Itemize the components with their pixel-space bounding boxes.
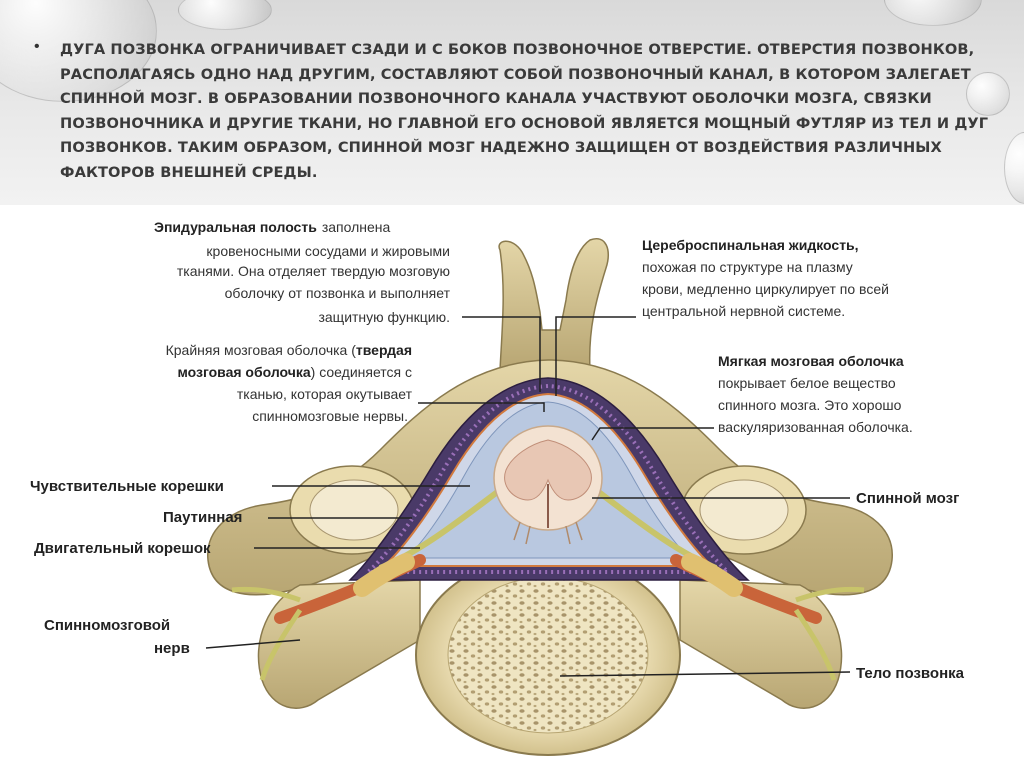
left-nerve-branch-2 [231,586,301,603]
dura-line-1a: Крайняя мозговая оболочка ( [166,342,357,358]
left-spinal-nerve-ganglion [353,553,415,597]
label-motor-root: Двигательный корешок [34,540,211,557]
intro-paragraph: • Дуга позвонка ограничивает сзади и с б… [34,38,998,185]
label-arachnoid: Паутинная [163,509,242,526]
right-nerve-branch [793,608,837,681]
dura-line-4: спинномозговые нервы. [252,408,408,424]
csf-line-2: крови, медленно циркулирует по всей [642,281,889,297]
label-spinal-nerve-1: Спинномозговой [44,617,170,634]
label-vertebral-body: Тело позвонка [856,665,965,682]
csf-title: Цереброспинальная жидкость, [642,237,859,253]
dura-label: Крайняя мозговая оболочка (твердая мозго… [166,342,413,424]
label-sensory-roots: Чувствительные корешки [30,478,224,495]
svg-text:Крайняя мозговая оболочка (тве: Крайняя мозговая оболочка (твердая [166,342,412,358]
svg-text:мозговая оболочка) соединяется: мозговая оболочка) соединяется с [177,364,412,380]
decorative-droplet [966,72,1010,116]
dura-line-2a: мозговая оболочка [177,364,310,380]
csf-line-3: центральной нервной системе. [642,303,845,319]
vertebral-body-spongy-bone [447,576,649,734]
leader-lines [205,316,851,677]
pia-line-3: васкуляризованная оболочка. [718,419,913,435]
epidural-line-1: заполнена [322,219,391,235]
right-spinal-nerve-ganglion [681,553,743,597]
intro-text: Дуга позвонка ограничивает сзади и с бок… [60,41,989,181]
epidural-line-4: оболочку от позвонка и выполняет [225,285,451,301]
epidural-title: Эпидуральная полость [154,219,317,235]
epidural-line-3: тканями. Она отделяет твердую мозговую [177,263,450,279]
epidural-label: Эпидуральная полость заполнена кровеносны… [154,219,451,325]
pia-title: Мягкая мозговая оболочка [718,353,904,369]
anterior-rootlets [513,521,583,545]
csf-label: Цереброспинальная жидкость, похожая по с… [642,237,889,319]
csf-line-1: похожая по структуре на плазму [642,259,853,275]
epidural-line-5: защитную функцию. [318,309,450,325]
label-spinal-nerve-2: нерв [154,640,190,657]
spinal-cord-gray-matter [504,439,592,501]
right-nerve-branch-2 [795,586,865,603]
right-articular-facet [699,479,789,541]
pia-label: Мягкая мозговая оболочка покрывает белое… [718,353,913,435]
dura-line-2b: ) соединяется с [311,364,412,380]
dura-line-3: тканью, которая окутывает [237,386,413,402]
spine-cross-section-diagram: Эпидуральная полость заполнена кровеносны… [30,219,965,756]
dura-line-1b: твердая [356,342,412,358]
epidural-dots [362,383,734,574]
spinous-process [498,237,610,371]
pia-line-2: спинного мозга. Это хорошо [718,397,902,413]
left-articular-facet [309,479,399,541]
pia-line-1: покрывает белое вещество [718,375,896,391]
epidural-line-2: кровеносными сосудами и жировыми [206,243,450,259]
header-band [0,0,1024,205]
label-spinal-cord: Спинной мозг [856,490,959,507]
bullet: • [34,38,40,55]
left-nerve-branch [259,608,303,681]
